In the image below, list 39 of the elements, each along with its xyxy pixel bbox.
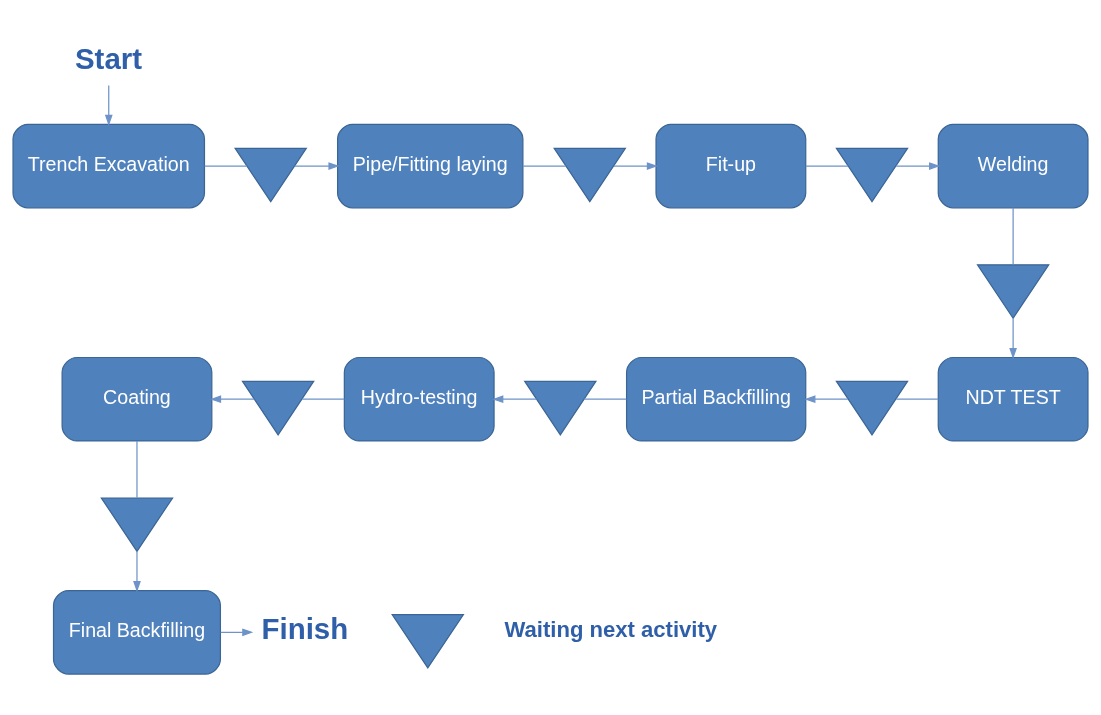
node-box: NDT TEST bbox=[937, 356, 1089, 442]
node-triangle bbox=[553, 147, 627, 203]
node-box: Hydro-testing bbox=[343, 356, 495, 442]
connector bbox=[583, 398, 627, 400]
connector bbox=[522, 165, 567, 167]
node-box: Trench Excavation bbox=[12, 123, 206, 209]
connector bbox=[301, 398, 345, 400]
arrow bbox=[613, 162, 658, 170]
arrow bbox=[294, 162, 340, 170]
connector bbox=[895, 398, 939, 400]
arrow bbox=[104, 84, 113, 126]
connector bbox=[805, 165, 849, 167]
connector bbox=[1012, 207, 1014, 266]
arrow bbox=[1009, 317, 1017, 359]
node-text: Start bbox=[75, 42, 143, 76]
node-triangle bbox=[976, 264, 1050, 320]
legend-label: Waiting next activity bbox=[504, 616, 718, 642]
connector bbox=[136, 440, 138, 499]
node-box: Fit-up bbox=[655, 123, 807, 209]
node-triangle bbox=[835, 147, 909, 203]
node-triangle bbox=[241, 380, 315, 436]
arrow bbox=[210, 395, 255, 404]
connector bbox=[204, 165, 248, 167]
node-triangle bbox=[523, 380, 598, 436]
arrow bbox=[133, 550, 141, 593]
node-triangle bbox=[234, 147, 308, 203]
arrow bbox=[895, 162, 941, 170]
node-text: Finish bbox=[261, 611, 349, 645]
node-triangle bbox=[835, 380, 909, 436]
node-box: Welding bbox=[937, 123, 1089, 209]
arrow bbox=[804, 395, 849, 404]
node-box: Final Backfilling bbox=[52, 590, 222, 675]
arrow bbox=[220, 628, 254, 637]
node-box: Coating bbox=[61, 356, 213, 442]
node-triangle bbox=[100, 497, 174, 553]
node-triangle bbox=[391, 613, 465, 670]
arrow bbox=[492, 395, 538, 404]
node-box: Pipe/Fitting laying bbox=[337, 123, 524, 209]
node-box: Partial Backfilling bbox=[625, 356, 807, 442]
